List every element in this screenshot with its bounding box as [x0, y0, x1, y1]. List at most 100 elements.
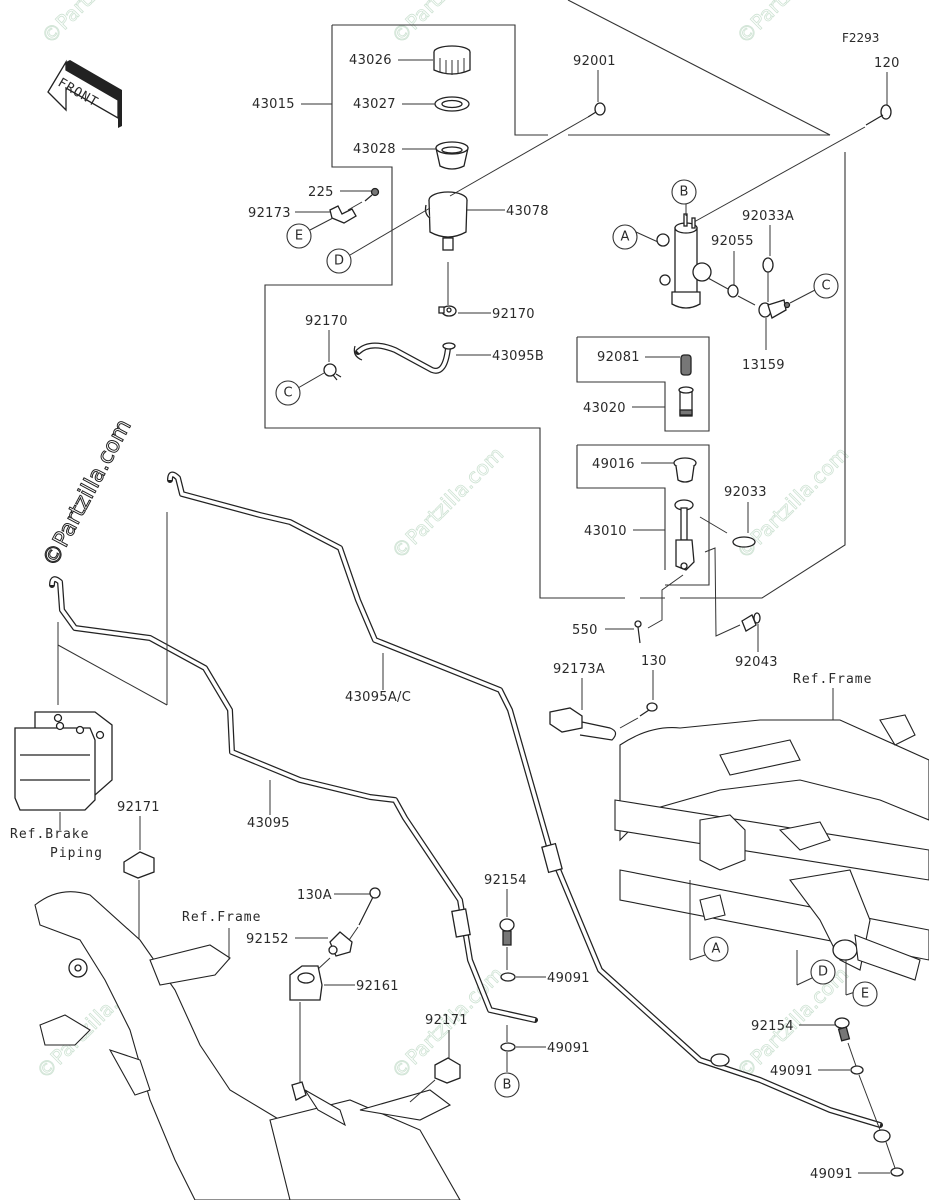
push-rod-43010 [674, 499, 695, 571]
circlip-92033 [732, 536, 756, 548]
part-label-49091-right1: 49091 [770, 1064, 813, 1079]
part-label-43095A-C: 43095A/C [345, 690, 411, 705]
part-label-130A: 130A [297, 888, 332, 903]
part-label-92033: 92033 [724, 485, 767, 500]
figure-code: F2293 [842, 31, 879, 45]
ref-brake-piping-label-line1: Ref.Brake [10, 827, 89, 842]
watermark: ©Partzilla.com [387, 442, 509, 564]
part-label-43010: 43010 [584, 524, 627, 539]
part-label-130: 130 [641, 654, 667, 669]
reservoir-cap-43026 [433, 45, 471, 75]
part-label-92161: 92161 [356, 979, 399, 994]
watermark: ©Partzilla.com [37, 0, 159, 49]
svg-text:C: C [821, 279, 830, 294]
marker-C-left: C [275, 380, 301, 406]
assembly-bracket-43020 [576, 336, 710, 432]
screw-225 [364, 187, 380, 202]
part-label-92152: 92152 [246, 932, 289, 947]
pipe-clip-92171-mid [434, 1057, 461, 1084]
watermark-dark: ©Partzilla.com [38, 415, 136, 570]
part-label-13159: 13159 [742, 358, 785, 373]
banjo-bolt-92154-right [834, 1017, 851, 1042]
pin-92043 [741, 612, 761, 632]
marker-B-upper: B [671, 179, 697, 205]
hose-fitting-13159 [758, 299, 791, 319]
part-label-43026: 43026 [349, 53, 392, 68]
frame-mount-bracket [291, 1081, 346, 1127]
marker-B-lower: B [494, 1072, 520, 1098]
part-label-92173: 92173 [248, 206, 291, 221]
part-label-92055: 92055 [711, 234, 754, 249]
part-label-43028: 43028 [353, 142, 396, 157]
part-label-92033A: 92033A [742, 209, 794, 224]
brake-pipe-43095 [49, 576, 538, 1023]
svg-text:E: E [295, 229, 303, 244]
washer-49091-right2 [890, 1167, 904, 1177]
boot-49016 [673, 457, 697, 483]
part-label-43015: 43015 [252, 97, 295, 112]
svg-text:C: C [283, 386, 292, 401]
svg-text:D: D [334, 254, 344, 269]
o-ring-92055 [727, 284, 739, 298]
pipe-clip-92171-left [123, 851, 155, 879]
part-label-92154-mid: 92154 [484, 873, 527, 888]
part-label-43020: 43020 [583, 401, 626, 416]
svg-text:E: E [861, 987, 869, 1002]
frame-left-lower [34, 891, 461, 1200]
part-label-49091-right2: 49091 [810, 1167, 853, 1182]
watermark: ©Partzilla.com [732, 0, 854, 49]
ref-frame-label-bottom: Ref.Frame [182, 910, 261, 925]
marker-A-lower: A [703, 936, 729, 962]
hose-clamp-92170-upper [438, 305, 457, 317]
part-label-92154-right: 92154 [751, 1019, 794, 1034]
marker-E-lower: E [852, 981, 878, 1007]
diaphragm-plate-43027 [434, 96, 470, 112]
banjo-fitting-right [873, 1129, 891, 1143]
marker-A-upper: A [612, 224, 638, 250]
svg-text:D: D [818, 965, 828, 980]
pipe-grommets [451, 842, 730, 1067]
svg-text:B: B [680, 185, 689, 200]
svg-text:A: A [712, 942, 721, 957]
part-label-92170-upper: 92170 [492, 307, 535, 322]
washer-49091-right1 [850, 1065, 864, 1075]
damper-92161 [289, 965, 323, 1001]
marker-C-right: C [813, 273, 839, 299]
washer-49091-mid2 [500, 1042, 516, 1052]
part-label-43027: 43027 [353, 97, 396, 112]
part-label-92171-left: 92171 [117, 800, 160, 815]
clamp-92173A [549, 707, 617, 741]
diaphragm-43028 [435, 141, 469, 170]
piston-43020 [678, 386, 694, 417]
part-label-225: 225 [308, 185, 334, 200]
part-label-92170-left: 92170 [305, 314, 348, 329]
washer-49091-mid1 [500, 972, 516, 982]
part-label-92043: 92043 [735, 655, 778, 670]
part-label-92173A: 92173A [553, 662, 605, 677]
cotter-pin-550 [634, 620, 642, 644]
reservoir-hose-43095B [353, 342, 456, 374]
svg-text:B: B [503, 1078, 512, 1093]
reservoir-tank-43078 [424, 191, 468, 251]
collar-92152 [328, 931, 353, 957]
part-label-92001: 92001 [573, 54, 616, 69]
part-label-49091-mid1: 49091 [547, 971, 590, 986]
abs-unit [14, 711, 113, 811]
hose-clamp-92170-left [323, 363, 342, 381]
banjo-bolt-92154-mid [499, 918, 515, 946]
marker-D-lower: D [810, 959, 836, 985]
brake-pipe-43095A-C [167, 471, 883, 1128]
marker-D-upper: D [326, 248, 352, 274]
ref-brake-piping-label-line2: Piping [50, 846, 103, 861]
part-label-43078: 43078 [506, 204, 549, 219]
ref-frame-label-top: Ref.Frame [793, 672, 872, 687]
bolt-120 [865, 104, 892, 126]
spring-92081 [680, 354, 692, 376]
part-label-120: 120 [874, 56, 900, 71]
bolt-130 [639, 702, 658, 717]
bolt-130A [358, 887, 381, 926]
assembly-bracket-43010 [576, 444, 710, 586]
master-cylinder-body [656, 213, 712, 309]
part-label-43095: 43095 [247, 816, 290, 831]
